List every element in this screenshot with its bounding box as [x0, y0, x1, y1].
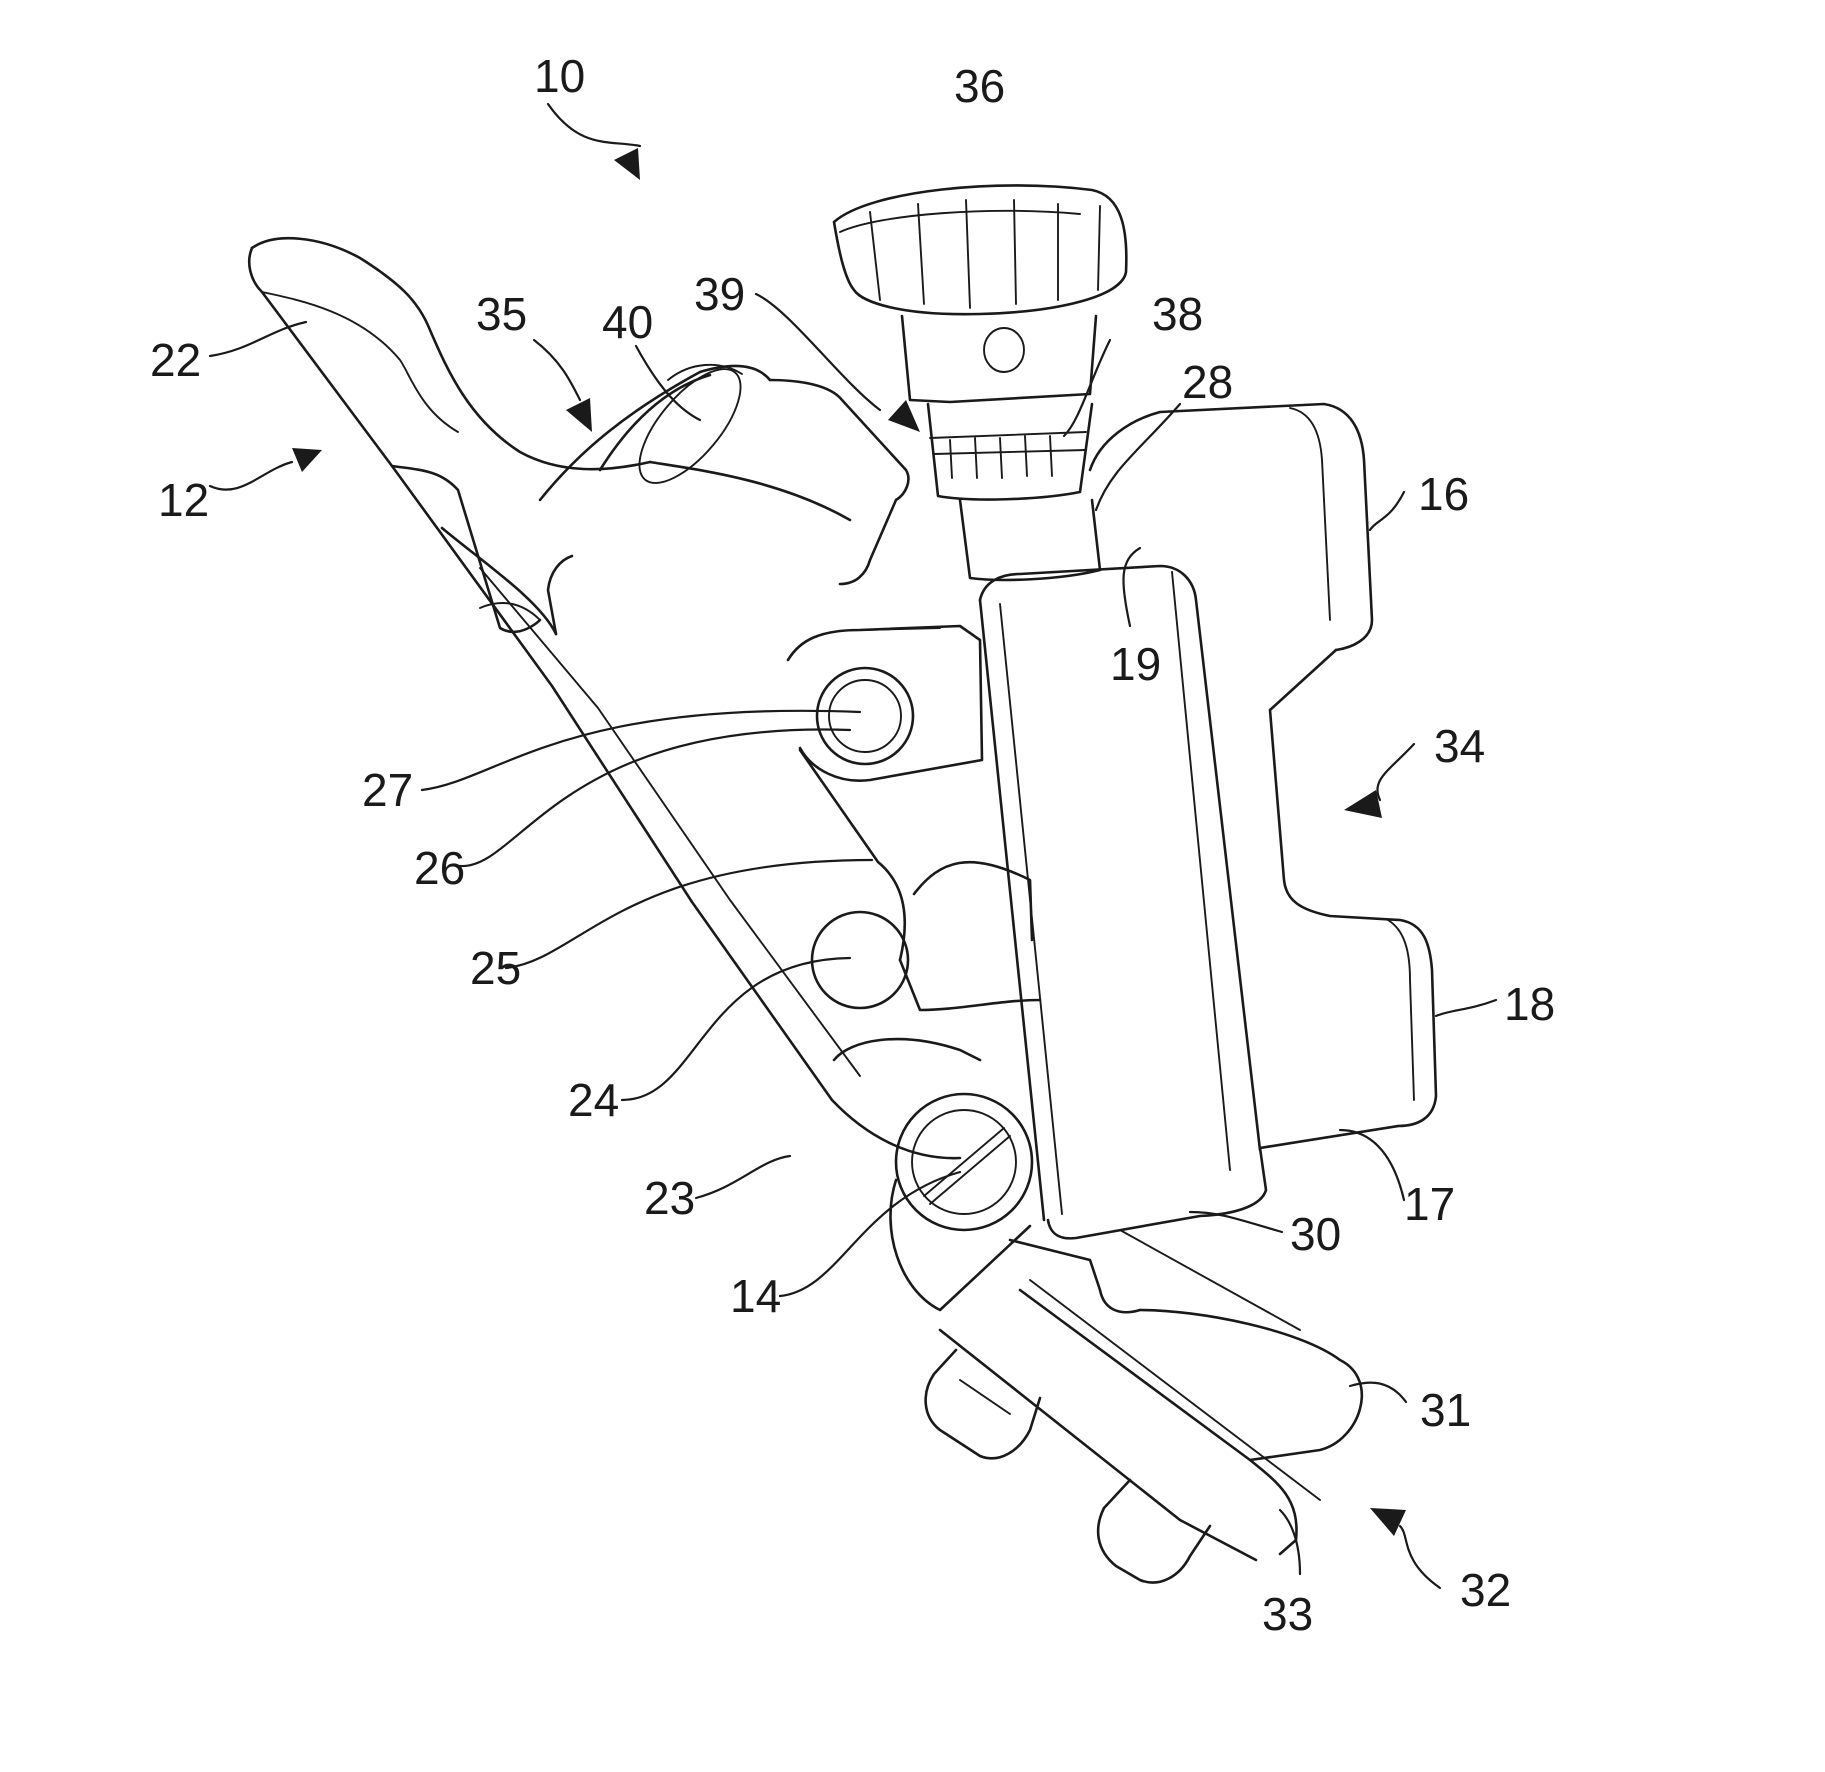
ref-14: 14	[730, 1270, 781, 1322]
ref-36: 36	[954, 60, 1005, 112]
ref-34: 34	[1434, 720, 1485, 772]
ref-25: 25	[470, 942, 521, 994]
ref-23: 23	[644, 1172, 695, 1224]
ref-40: 40	[602, 296, 653, 348]
ref-39: 39	[694, 268, 745, 320]
ref-31: 31	[1420, 1384, 1471, 1436]
ref-32: 32	[1460, 1564, 1511, 1616]
ref-19: 19	[1110, 638, 1161, 690]
leaders	[210, 104, 1496, 1588]
ref-26: 26	[414, 842, 465, 894]
clamp-block	[980, 404, 1436, 1238]
ref-12: 12	[158, 474, 209, 526]
adjustment-knob	[834, 185, 1126, 579]
ref-28: 28	[1182, 356, 1233, 408]
ref-10: 10	[534, 50, 585, 102]
rod-assembly	[926, 1230, 1362, 1583]
body-arm	[249, 238, 960, 1158]
ref-38: 38	[1152, 288, 1203, 340]
ref-24: 24	[568, 1074, 619, 1126]
ref-22: 22	[150, 334, 201, 386]
ref-27: 27	[362, 764, 413, 816]
ref-18: 18	[1504, 978, 1555, 1030]
ref-17: 17	[1404, 1178, 1455, 1230]
ref-35: 35	[476, 288, 527, 340]
ref-16: 16	[1418, 468, 1469, 520]
ref-33: 33	[1262, 1588, 1313, 1640]
ref-30: 30	[1290, 1208, 1341, 1260]
